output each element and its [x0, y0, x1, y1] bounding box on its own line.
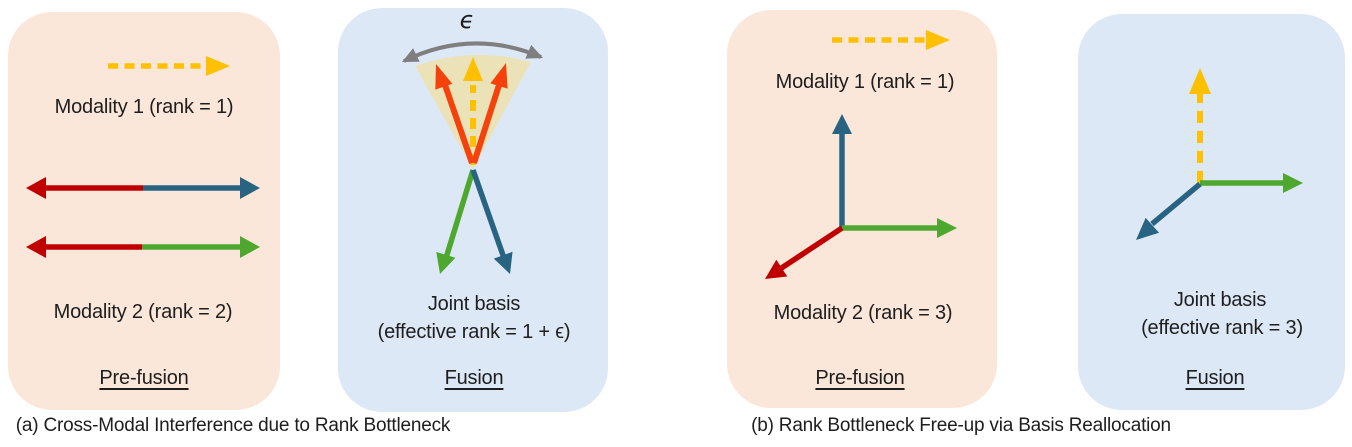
modality1-label-a: Modality 1 (rank = 1)	[54, 96, 234, 118]
prefusion-stage-label-b: Pre-fusion	[815, 367, 905, 389]
caption-b: (b) Rank Bottleneck Free-up via Basis Re…	[751, 415, 1171, 436]
modality2-label-b: Modality 2 (rank = 3)	[773, 302, 953, 324]
panel-b-prefusion	[727, 10, 997, 408]
fusion-stage-label-b: Fusion	[1185, 367, 1245, 389]
joint-basis-label-a: Joint basis	[427, 293, 521, 315]
panel-b-fusion	[1078, 14, 1345, 410]
prefusion-stage-label-a: Pre-fusion	[99, 367, 189, 389]
epsilon-symbol: ϵ	[459, 6, 475, 34]
fusion-stage-label-a: Fusion	[444, 367, 504, 389]
modality2-label-a: Modality 2 (rank = 2)	[53, 301, 233, 323]
effective-rank-label-a: (effective rank = 1 + ϵ)	[377, 321, 571, 343]
panel-a-fusion	[338, 8, 608, 412]
panel-a-prefusion	[8, 12, 280, 410]
effective-rank-label-b: (effective rank = 3)	[1141, 317, 1303, 339]
modality1-label-b: Modality 1 (rank = 1)	[775, 71, 955, 93]
caption-a: (a) Cross-Modal Interference due to Rank…	[15, 415, 451, 436]
joint-basis-label-b: Joint basis	[1173, 289, 1267, 311]
